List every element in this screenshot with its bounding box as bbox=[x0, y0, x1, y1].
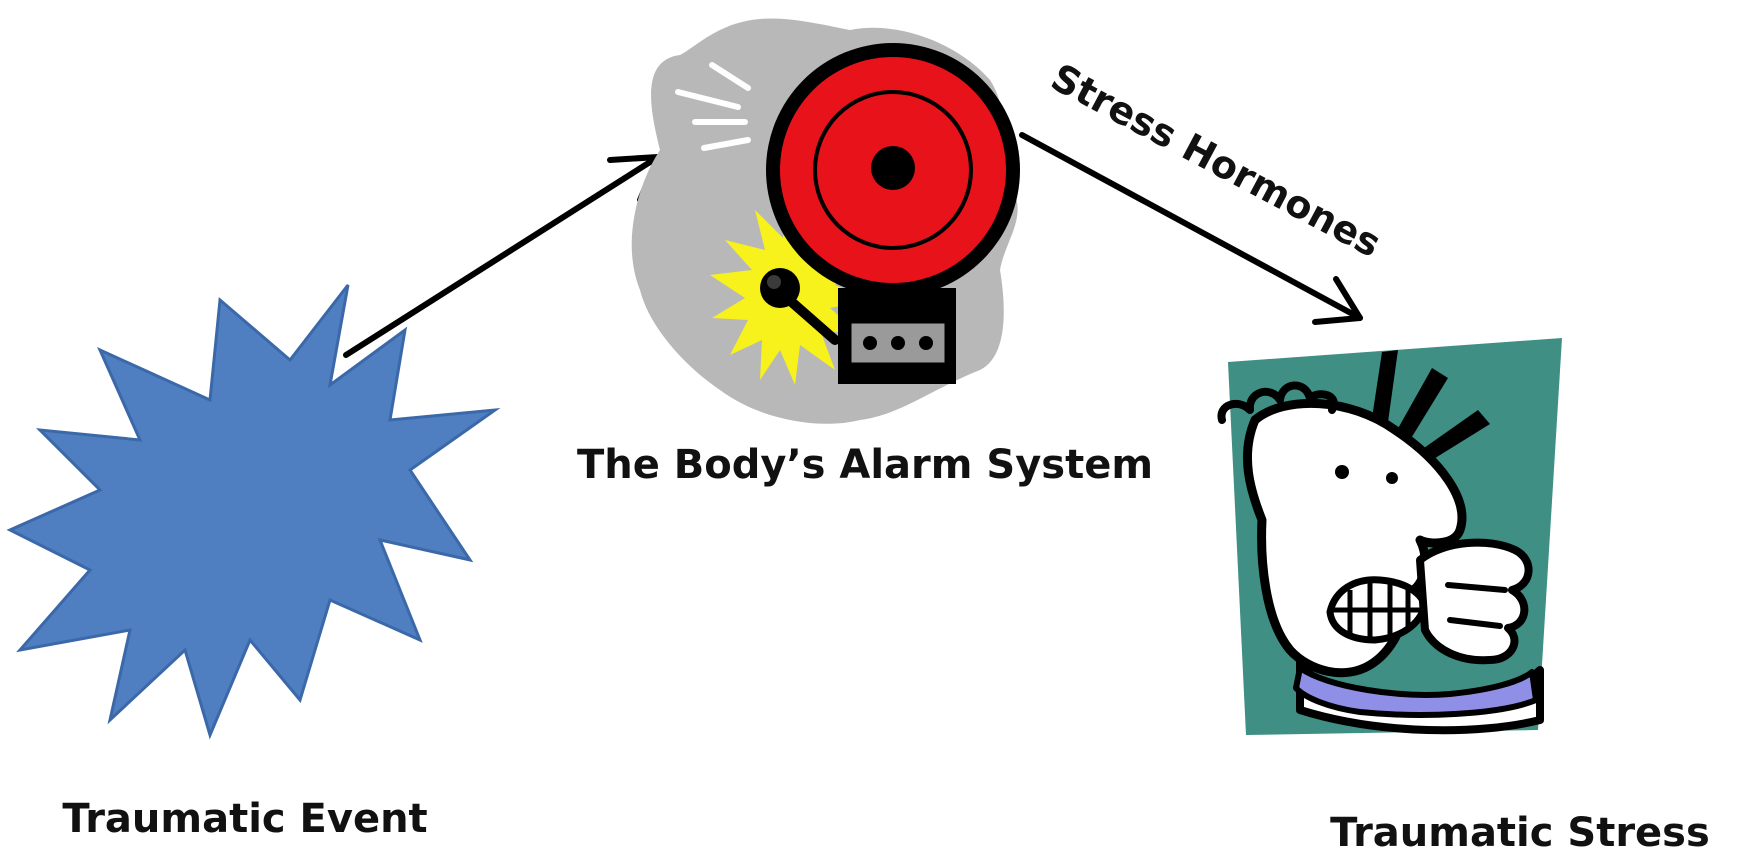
traumatic-event-label: Traumatic Event bbox=[62, 796, 427, 842]
burst-star-icon bbox=[10, 285, 495, 735]
alarm-bell-icon bbox=[632, 18, 1020, 423]
stressed-person-icon bbox=[1221, 338, 1562, 735]
stress-hormones-label: Stress Hormones bbox=[1044, 55, 1388, 266]
traumatic-stress-label: Traumatic Stress bbox=[1330, 810, 1710, 856]
alarm-system-label: The Body’s Alarm System bbox=[577, 442, 1153, 488]
arrow-event-to-alarm bbox=[346, 157, 658, 355]
